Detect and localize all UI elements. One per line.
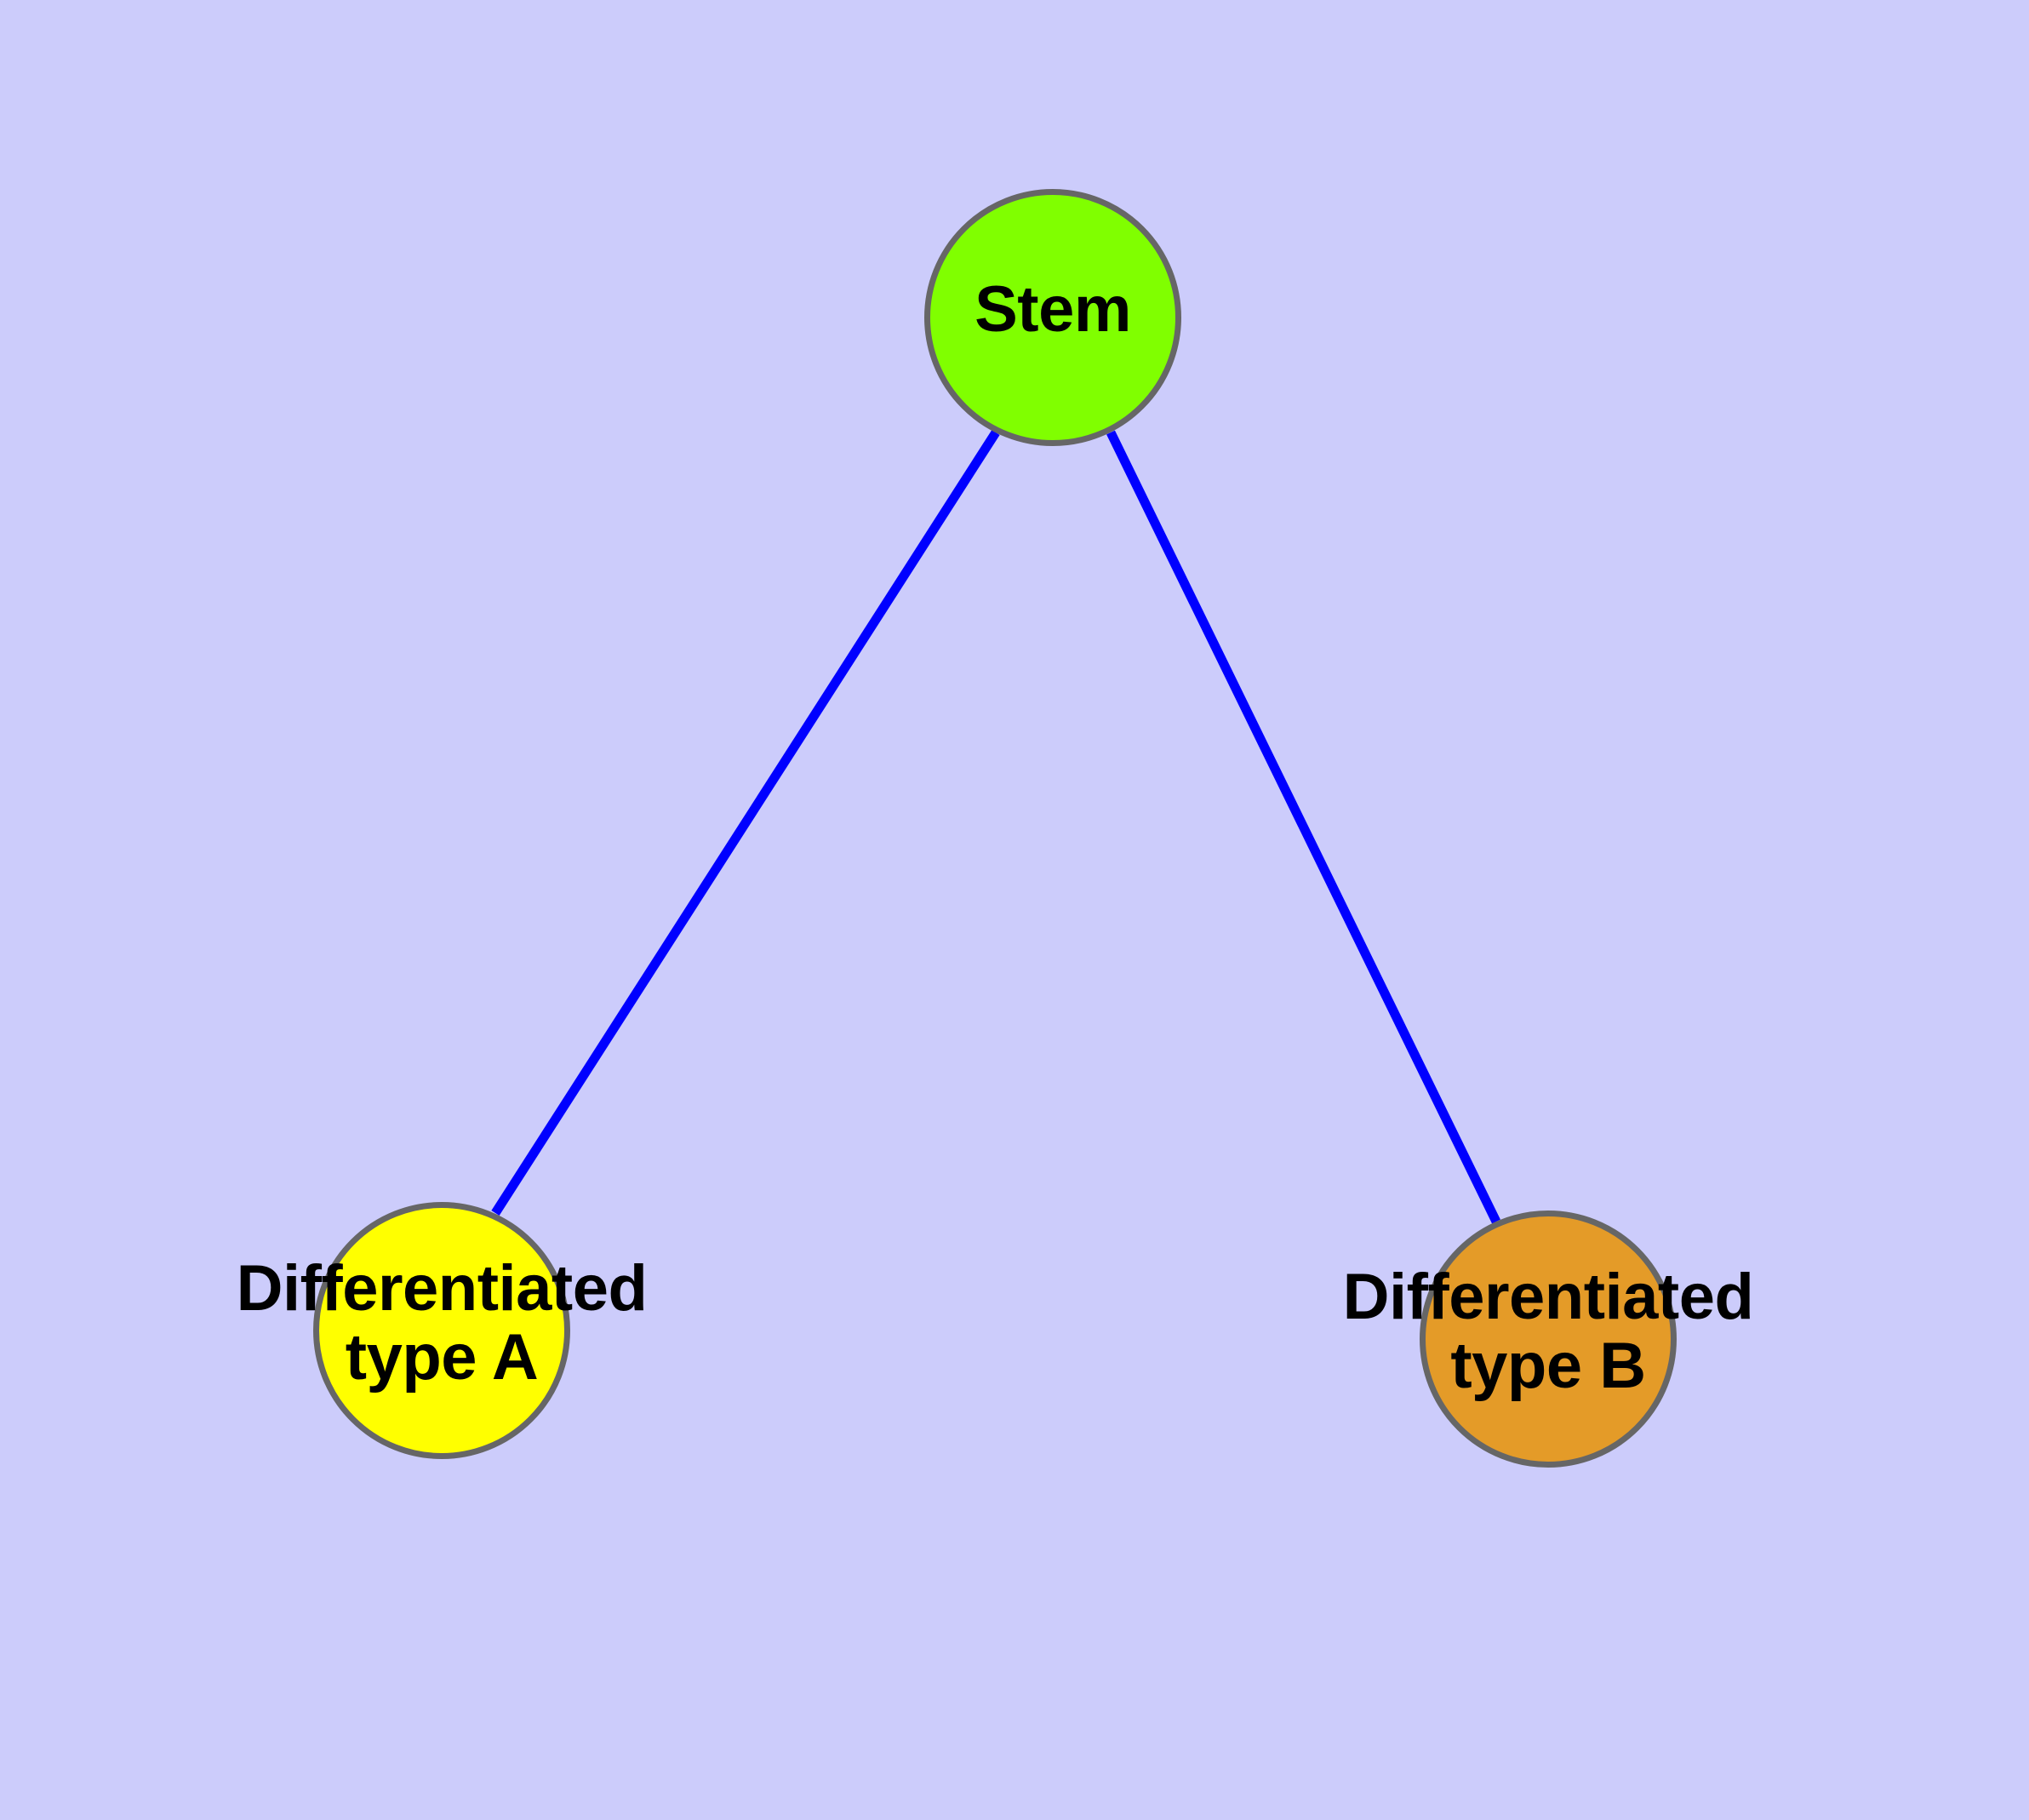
node-differentiated-type-a[interactable] [313, 1202, 570, 1459]
node-stem[interactable] [924, 189, 1181, 446]
node-differentiated-type-b[interactable] [1420, 1210, 1677, 1468]
edge-stem-to-type-b[interactable] [1106, 430, 1500, 1224]
edge-stem-to-type-a[interactable] [491, 430, 1000, 1216]
